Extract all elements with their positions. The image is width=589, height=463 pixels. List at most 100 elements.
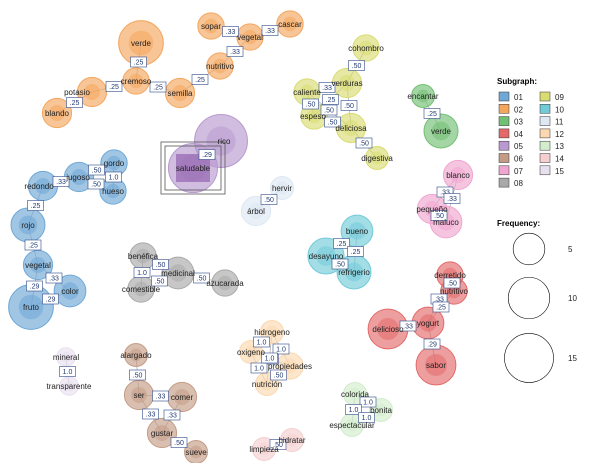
edge-weight-label: .50 [324, 116, 341, 128]
edge-weight-text: .33 [440, 190, 450, 197]
edge-weight-text: .50 [264, 197, 274, 204]
edge-weight-text: .50 [155, 279, 165, 286]
node-label: oxigeno [237, 348, 266, 357]
legend-frequency-label: 15 [568, 354, 577, 363]
node-core [282, 16, 298, 32]
node-label: saludable [176, 164, 211, 173]
edge-weight-text: .33 [434, 297, 444, 304]
node-core [338, 74, 356, 92]
node-label: ser [133, 391, 144, 400]
node-label: deliciosa [335, 124, 367, 133]
edge-weight-label: .50 [443, 277, 461, 289]
edge-weight-text: .29 [46, 297, 56, 304]
edge-weight-box [66, 97, 83, 108]
legend-swatch [539, 153, 551, 163]
edge-weight-box [24, 239, 42, 251]
node-core [171, 84, 189, 102]
legend-swatch-label: 13 [555, 142, 564, 151]
node-label: vegetal [237, 33, 263, 42]
edge-weight-box [443, 193, 461, 204]
node-label: rojo [21, 221, 35, 230]
legend: Subgraph: 010203040506070809101112131415… [497, 77, 577, 383]
edge-weight-label: .50 [331, 258, 349, 270]
node-core [129, 348, 143, 362]
edge-weight-text: .33 [49, 276, 59, 283]
edge-weight-label: .50 [355, 137, 373, 149]
node-label: verduras [331, 79, 362, 88]
edge-weight-label: .29 [26, 280, 43, 292]
edge-weight-text: .50 [274, 373, 284, 380]
legend-swatch-label: 09 [555, 93, 564, 102]
legend-swatch [498, 104, 510, 114]
legend-frequency-label: 5 [568, 245, 573, 254]
legend-swatch-label: 11 [555, 118, 564, 127]
edge-weight-box [226, 46, 244, 57]
edge-weight-text: .25 [153, 85, 163, 92]
edge-weight-box [340, 100, 358, 111]
legend-swatch [498, 128, 510, 139]
edge-weight-text: .50 [447, 281, 457, 288]
node-label: pequeño [416, 205, 448, 214]
edge-weight-box [26, 280, 43, 292]
edge-weight-box [45, 272, 63, 284]
edge-weight-box [347, 246, 364, 257]
node-label: jugoso [65, 173, 90, 182]
node-label: gordo [104, 159, 125, 168]
edge-weight-label: .33 [52, 176, 70, 187]
node-label: sueve [185, 448, 207, 457]
edge-weight-label: .50 [152, 259, 169, 270]
edge-weight-label: 1.0 [59, 366, 76, 377]
edge-weight-label: .50 [348, 60, 365, 71]
node-core [449, 166, 467, 184]
node-label: yogurt [417, 319, 440, 328]
edge-weight-box [27, 200, 44, 211]
legend-swatch-label: 08 [514, 179, 523, 188]
node-label: limpieza [249, 445, 279, 454]
node-core [169, 264, 187, 282]
node-core [306, 108, 322, 124]
node-core [257, 442, 271, 456]
node-core [48, 104, 66, 122]
edge-weight-text: .25 [337, 241, 347, 248]
edge-weight-box [42, 293, 59, 305]
legend-swatch-label: 03 [514, 118, 523, 127]
node-label: árbol [247, 207, 265, 216]
legend-swatch-label: 06 [514, 155, 523, 164]
edge-weight-box [302, 98, 319, 110]
node-core [260, 377, 274, 391]
edge-weight-text: .25 [436, 305, 446, 312]
legend-swatch [539, 116, 551, 126]
edge-weight-text: 1.0 [257, 340, 267, 347]
edge-weight-text: .50 [92, 168, 102, 175]
edge-weight-label: .25 [105, 81, 123, 92]
node-core [299, 84, 315, 100]
legend-swatch-label: 01 [514, 93, 523, 102]
edge-weight-text: .50 [133, 373, 143, 380]
node-core [29, 256, 47, 274]
legend-swatch-label: 05 [514, 142, 523, 151]
edge-weight-box [151, 275, 168, 287]
node-label: propiedades [268, 362, 312, 371]
node-label: refrigerio [338, 268, 370, 277]
node-label: color [61, 287, 79, 296]
legend-swatch-label: 14 [555, 155, 564, 164]
edge-weight-label: 1.0 [261, 352, 278, 364]
edge-weight-box [333, 238, 350, 249]
edge-weight-box [322, 94, 339, 105]
node-core [217, 275, 233, 291]
edge-weight-text: .25 [351, 249, 361, 256]
node-core [242, 29, 258, 45]
edge-weight-label: .25 [66, 97, 83, 108]
edge-weight-label: .50 [129, 369, 146, 381]
edge-weight-label: .25 [347, 246, 364, 257]
edge-weight-label: .33 [399, 320, 417, 332]
edge-weight-box [430, 210, 448, 221]
edge-weight-label: .50 [270, 369, 287, 381]
node-core [425, 354, 447, 376]
edge-weight-text: .25 [326, 97, 336, 104]
node-label: hidratar [278, 436, 305, 445]
edge-weight-box [129, 369, 146, 381]
edge-weight-label: .50 [193, 272, 210, 284]
legend-subgraph-title: Subgraph: [497, 77, 537, 86]
